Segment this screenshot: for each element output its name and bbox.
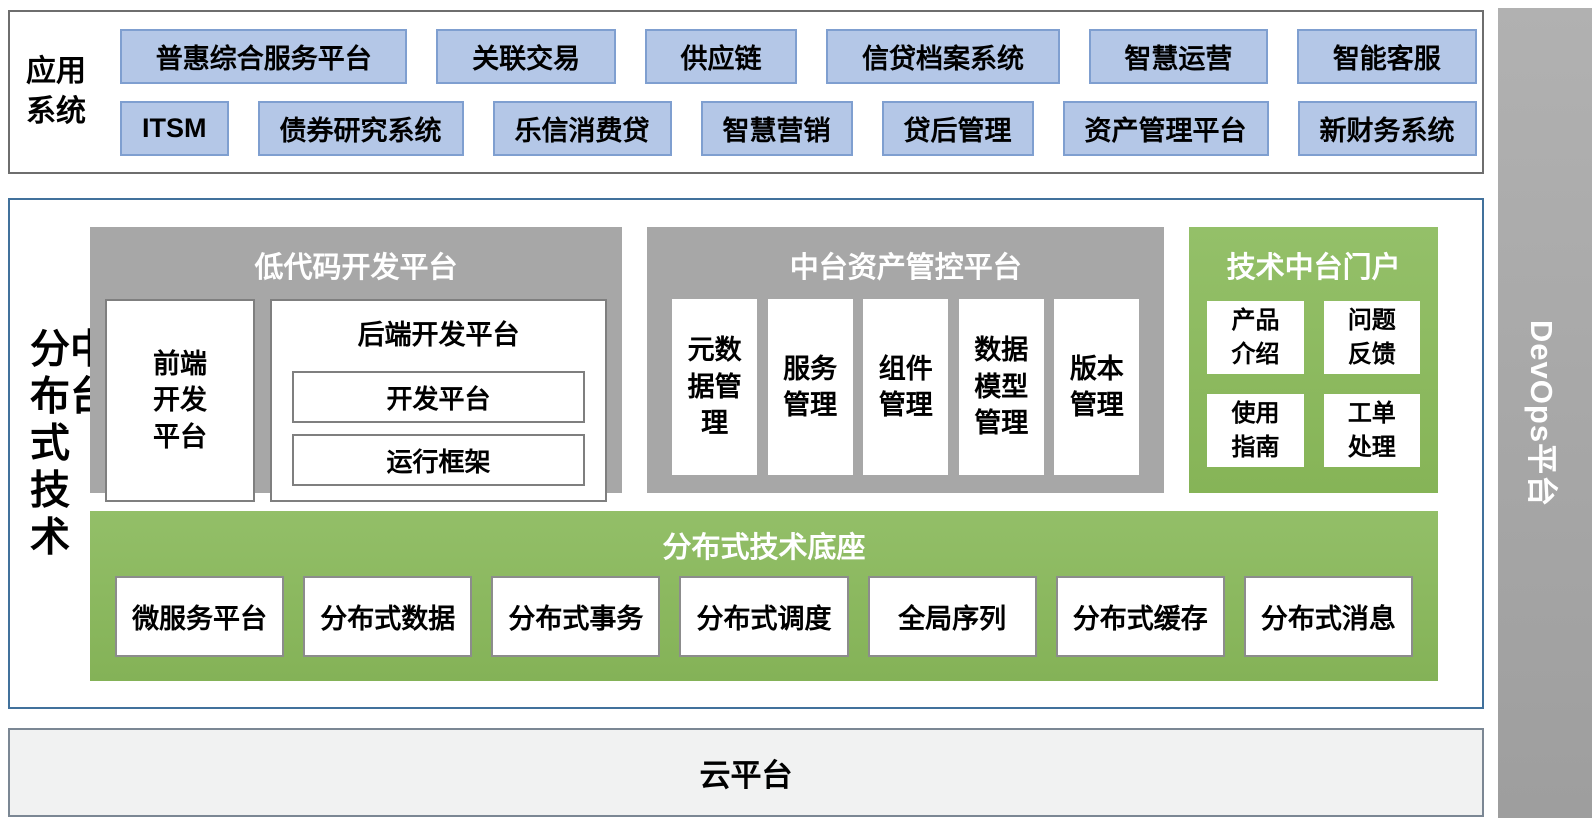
app-systems-row-1: 普惠综合服务平台 关联交易 供应链 信贷档案系统 智慧运营 智能客服 [120, 28, 1477, 84]
app-systems-rows: 普惠综合服务平台 关联交易 供应链 信贷档案系统 智慧运营 智能客服 ITSM … [120, 28, 1477, 156]
tech-portal-grid: 产品 介绍 问题 反馈 使用 指南 工单 处理 [1189, 299, 1438, 493]
tech-middle-platform-content: 低代码开发平台 前端 开发 平台 后端开发平台 开发平台 运行框架 中台资产管控… [90, 227, 1438, 707]
data-model-management-box: 数据 模型 管理 [958, 299, 1044, 475]
user-guide-box: 使用 指南 [1207, 394, 1304, 467]
app-system-box: ITSM [120, 100, 229, 156]
cloud-platform-bar: 云平台 [8, 728, 1484, 817]
distributed-cache-box: 分布式缓存 [1055, 576, 1225, 657]
app-systems-row-2: ITSM 债券研究系统 乐信消费贷 智慧营销 贷后管理 资产管理平台 新财务系统 [120, 100, 1477, 156]
asset-management-title: 中台资产管控平台 [789, 252, 1022, 284]
app-system-box: 信贷档案系统 [826, 28, 1060, 84]
dev-platform-box: 开发平台 [292, 371, 586, 423]
lowcode-platform-body: 前端 开发 平台 后端开发平台 开发平台 运行框架 [90, 299, 622, 521]
distributed-data-box: 分布式数据 [303, 576, 473, 657]
distributed-base-title: 分布式技术底座 [662, 532, 866, 564]
app-system-box: 资产管理平台 [1062, 100, 1269, 156]
app-system-box: 普惠综合服务平台 [120, 28, 408, 84]
microservice-platform-box: 微服务平台 [115, 576, 285, 657]
version-management-box: 版本 管理 [1054, 299, 1140, 475]
distributed-base-panel: 分布式技术底座 微服务平台 分布式数据 分布式事务 分布式调度 全局序列 分布式… [90, 511, 1438, 681]
backend-dev-platform-box: 后端开发平台 开发平台 运行框架 [270, 299, 608, 502]
distributed-base-row: 微服务平台 分布式数据 分布式事务 分布式调度 全局序列 分布式缓存 分布式消息 [90, 574, 1438, 681]
distributed-transaction-box: 分布式事务 [491, 576, 661, 657]
app-system-box: 新财务系统 [1297, 100, 1477, 156]
app-system-box: 关联交易 [436, 28, 616, 84]
devops-platform-bar: DevOps平台 [1498, 8, 1592, 818]
product-intro-box: 产品 介绍 [1207, 301, 1304, 374]
app-system-box: 智慧营销 [700, 100, 853, 156]
tech-portal-panel: 技术中台门户 产品 介绍 问题 反馈 使用 指南 工单 处理 [1189, 227, 1438, 493]
distributed-scheduling-box: 分布式调度 [679, 576, 849, 657]
app-system-box: 智能客服 [1297, 28, 1477, 84]
app-system-box: 贷后管理 [881, 100, 1034, 156]
lowcode-platform-panel: 低代码开发平台 前端 开发 平台 后端开发平台 开发平台 运行框架 [90, 227, 623, 502]
backend-dev-platform-title: 后端开发平台 [357, 320, 520, 350]
lowcode-platform-title: 低代码开发平台 [254, 252, 458, 284]
asset-management-body: 元数 据管 理 服务 管理 组件 管理 数据 模型 管理 版本 管理 [647, 299, 1164, 493]
cloud-platform-label: 云平台 [699, 758, 793, 793]
distributed-message-box: 分布式消息 [1243, 576, 1413, 657]
issue-feedback-box: 问题 反馈 [1323, 301, 1420, 374]
service-management-box: 服务 管理 [767, 299, 853, 475]
component-management-box: 组件 管理 [863, 299, 949, 475]
app-system-box: 智慧运营 [1088, 28, 1269, 84]
platform-panels-row: 低代码开发平台 前端 开发 平台 后端开发平台 开发平台 运行框架 中台资产管控… [90, 227, 1438, 502]
ticket-handling-box: 工单 处理 [1323, 394, 1420, 467]
app-systems-section: 应用 系统 普惠综合服务平台 关联交易 供应链 信贷档案系统 智慧运营 智能客服… [8, 10, 1484, 174]
app-system-box: 供应链 [644, 28, 798, 84]
asset-management-panel: 中台资产管控平台 元数 据管 理 服务 管理 组件 管理 数据 模型 管理 版本… [647, 227, 1165, 493]
app-system-box: 债券研究系统 [257, 100, 464, 156]
app-systems-label: 应用 系统 [26, 55, 86, 128]
metadata-management-box: 元数 据管 理 [672, 299, 758, 475]
app-system-box: 乐信消费贷 [492, 100, 672, 156]
devops-platform-label: DevOps平台 [1524, 319, 1560, 507]
frontend-dev-platform-box: 前端 开发 平台 [105, 299, 255, 502]
tech-middle-platform-section: 分布式技术中台 低代码开发平台 前端 开发 平台 后端开发平台 开发平台 运行框… [8, 198, 1484, 709]
tech-portal-title: 技术中台门户 [1226, 252, 1401, 284]
global-sequence-box: 全局序列 [867, 576, 1037, 657]
runtime-framework-box: 运行框架 [292, 434, 586, 486]
